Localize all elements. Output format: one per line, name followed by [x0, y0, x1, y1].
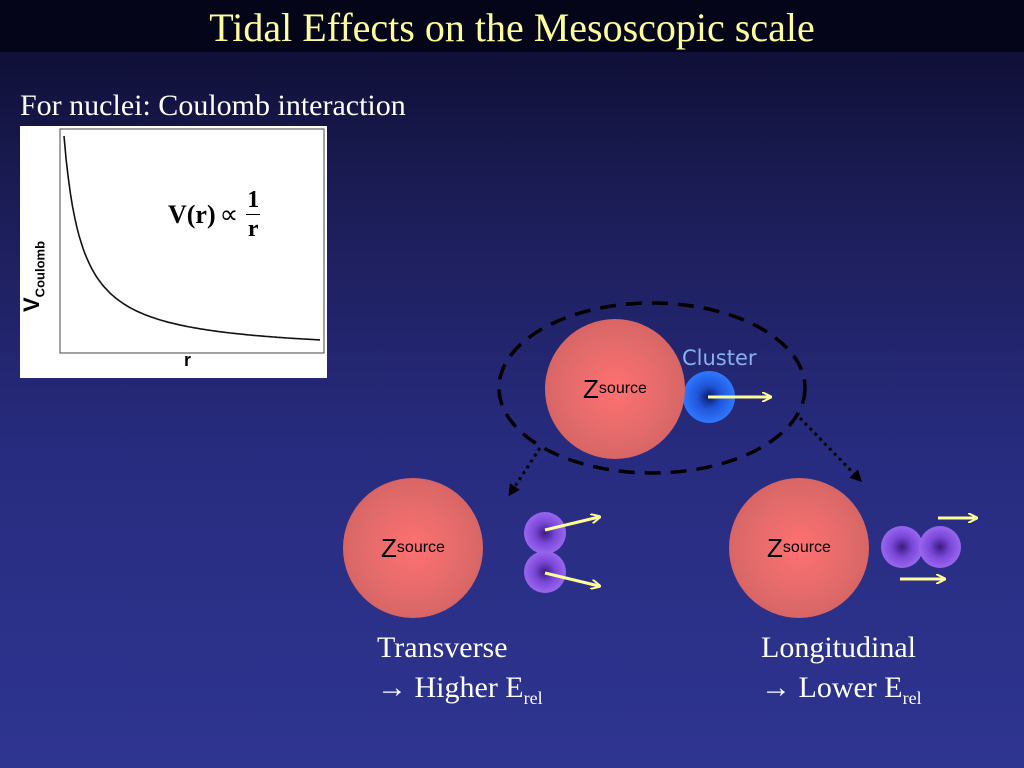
longitudinal-energy-sub: rel: [902, 688, 922, 708]
equation-fraction: 1 r: [246, 187, 261, 242]
transverse-arrow-down: [544, 571, 599, 586]
arrow-glyph: →: [377, 671, 407, 704]
nucleus-label: Z: [583, 373, 599, 404]
nucleus-sub: source: [396, 539, 445, 556]
dotted-arrow-right: [798, 416, 863, 483]
arrow-glyph: →: [761, 671, 791, 704]
equation-proportional: ∝: [219, 199, 239, 229]
equation-denominator: r: [247, 216, 259, 242]
dotted-arrow-left: [508, 447, 542, 497]
transverse-caption: Transverse → Higher Erel: [377, 628, 543, 718]
nucleus-label: Z: [767, 532, 783, 563]
cluster-label: Cluster: [682, 346, 757, 370]
longitudinal-result: → Lower Erel: [761, 668, 922, 718]
equation: V(r) ∝ 1 r: [168, 187, 261, 242]
nucleus-sub: source: [782, 539, 831, 556]
plot-frame: [59, 128, 325, 354]
equation-lhs: V(r): [168, 199, 216, 229]
title-bar: [0, 0, 1024, 52]
transverse-arrow-up: [544, 517, 599, 532]
coulomb-curve: [63, 135, 321, 341]
dashed-ellipse: [497, 301, 807, 475]
longitudinal-title: Longitudinal: [761, 631, 916, 664]
nucleus-label: Z: [381, 532, 397, 563]
equation-numerator: 1: [247, 187, 260, 213]
slide-title: Tidal Effects on the Mesoscopic scale: [209, 5, 815, 50]
plot-xlabel: r: [184, 350, 192, 370]
fragment-left: [881, 526, 923, 568]
fraction-bar: [246, 214, 261, 215]
transverse-energy: Higher E: [414, 671, 524, 704]
slide-subtitle: For nuclei: Coulomb interaction: [20, 89, 406, 122]
longitudinal-energy: Lower E: [798, 671, 903, 704]
coulomb-plot-svg: [59, 128, 325, 354]
transverse-energy-sub: rel: [523, 688, 543, 708]
transverse-result: → Higher Erel: [377, 668, 543, 718]
transverse-title: Transverse: [377, 631, 508, 664]
fragment-right: [919, 526, 961, 568]
nucleus-sub: source: [598, 380, 647, 397]
coulomb-plot: [20, 126, 327, 378]
fragment-top-left: [524, 512, 566, 554]
fragment-bottom-left: [524, 551, 566, 593]
longitudinal-caption: Longitudinal → Lower Erel: [761, 628, 922, 718]
